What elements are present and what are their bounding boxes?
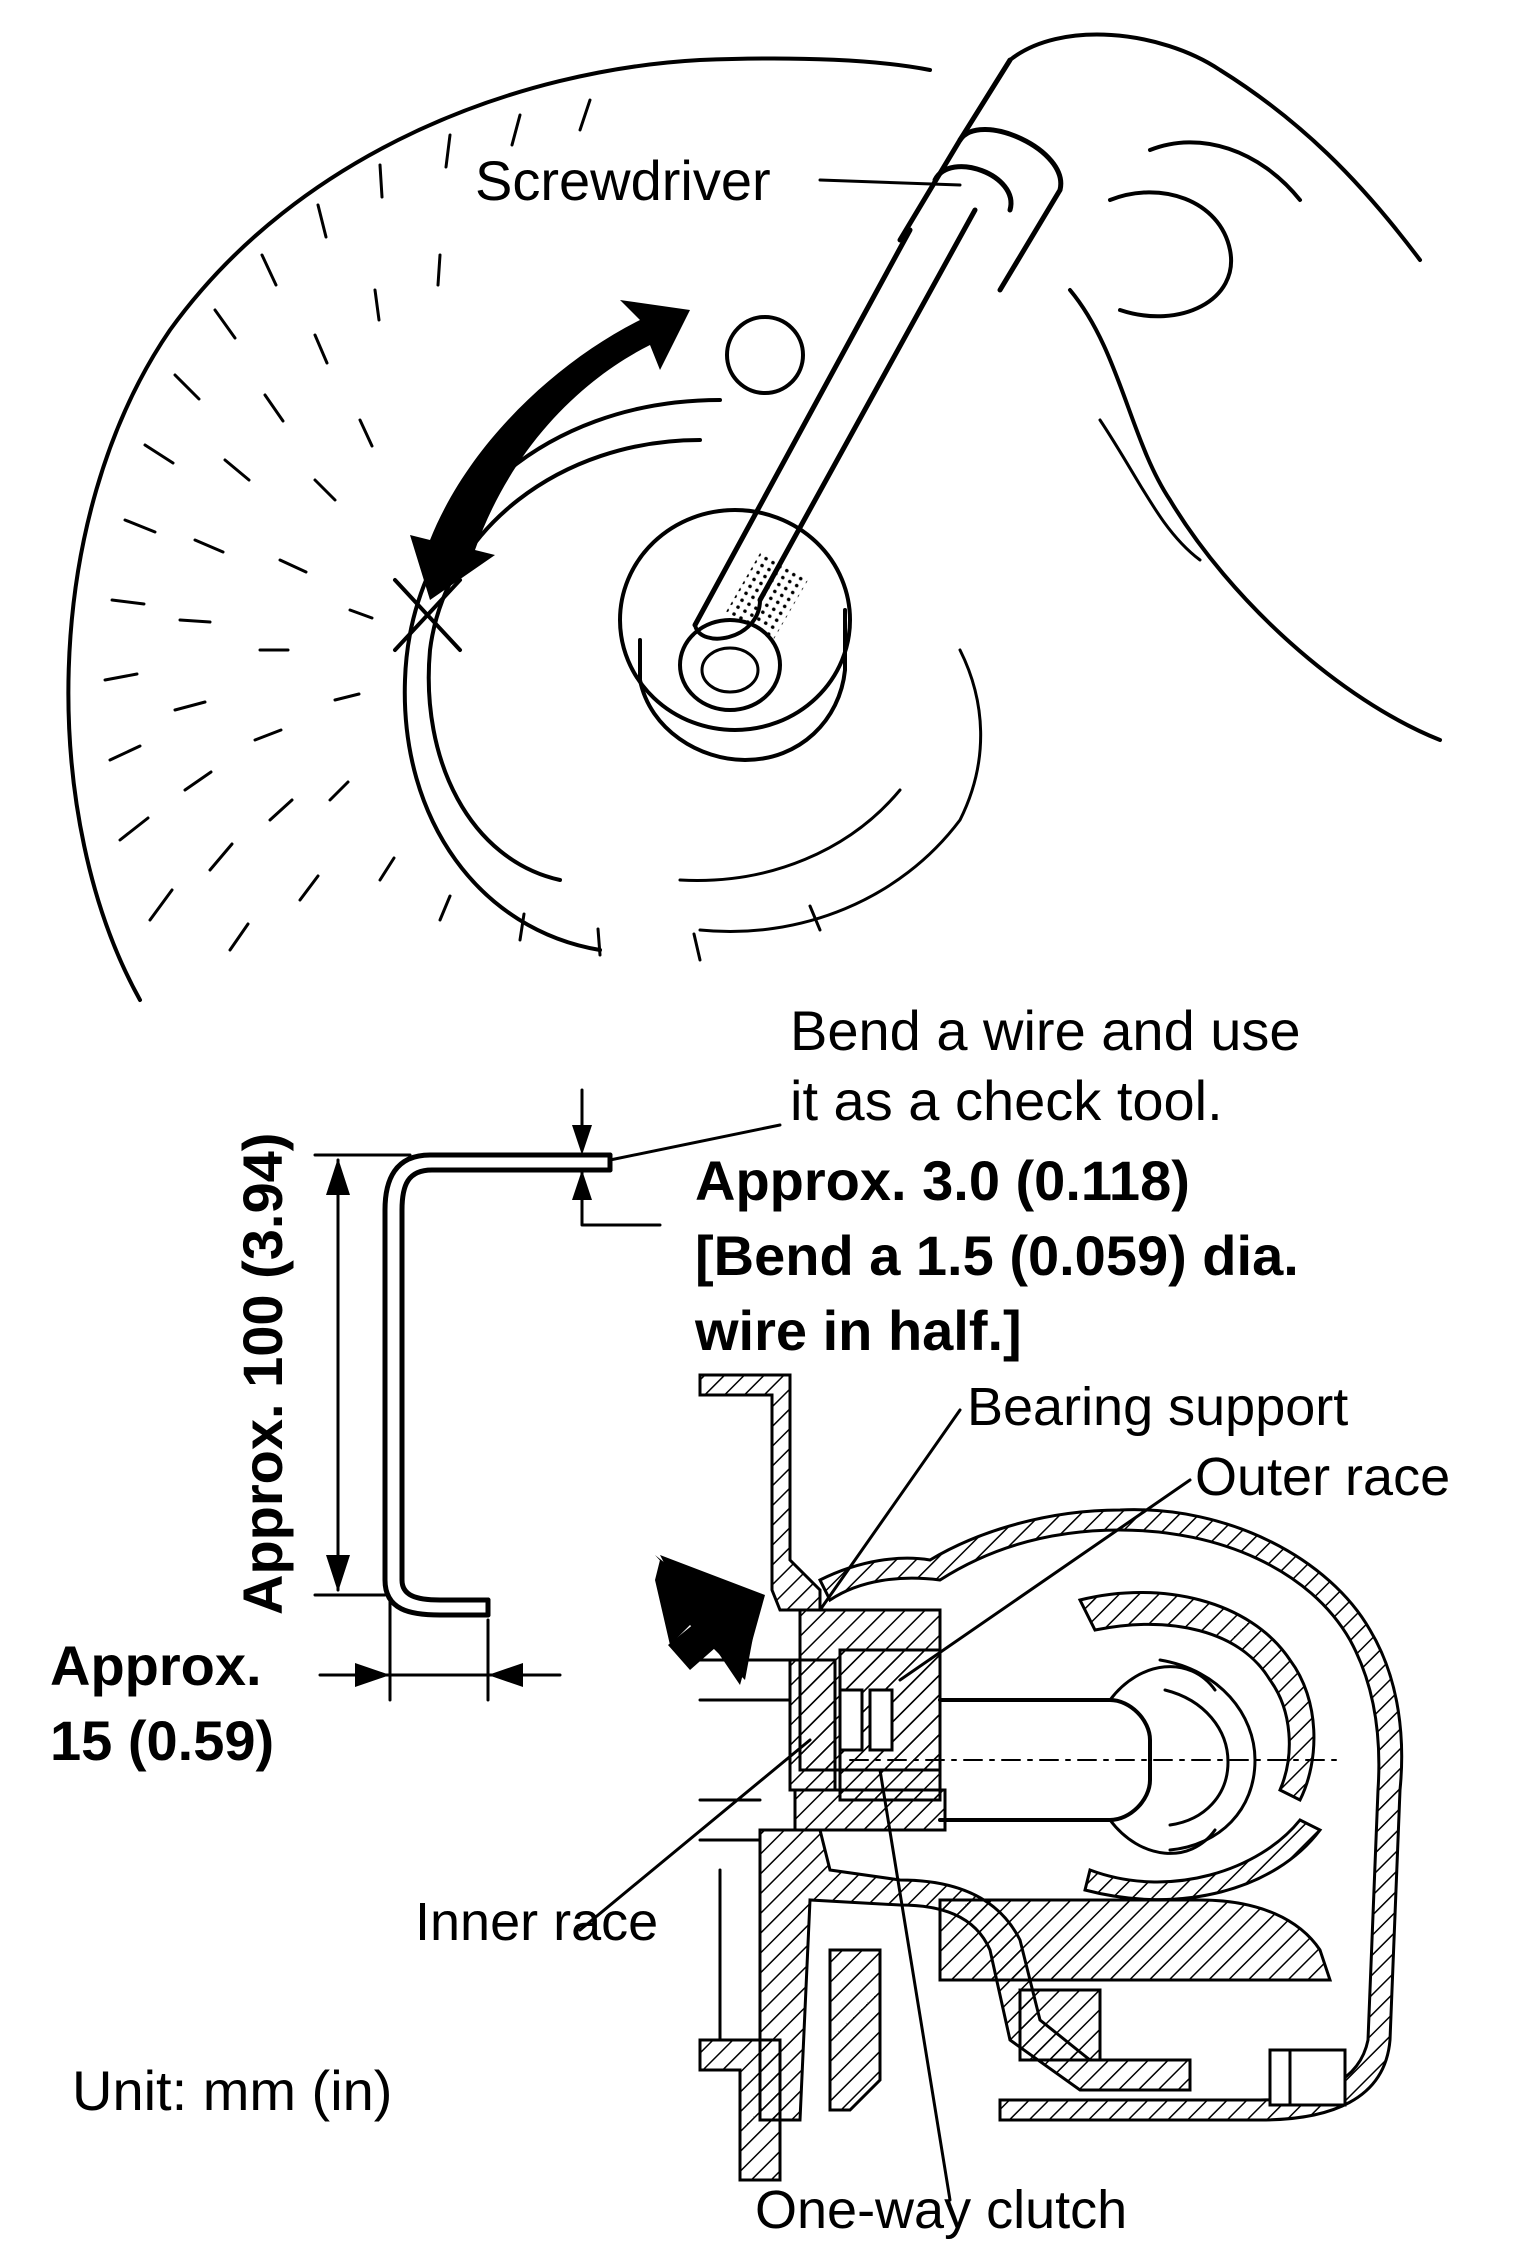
approx-15-line1: Approx. xyxy=(50,1634,262,1697)
wire-check-tool: Bend a wire and use it as a check tool. … xyxy=(50,999,1301,1772)
bend-half-line1: [Bend a 1.5 (0.059) dia. xyxy=(695,1224,1299,1287)
fin-texture xyxy=(103,98,822,962)
ng-cross-symbol xyxy=(393,578,462,652)
inner-race-label: Inner race xyxy=(415,1892,658,1952)
unit-note: Unit: mm (in) xyxy=(72,2059,392,2122)
torque-converter-cross-section: Bearing support Outer race Inner race On… xyxy=(415,1373,1450,2240)
bend-note-line2: it as a check tool. xyxy=(790,1069,1223,1132)
torque-converter-illustration: Screwdriver xyxy=(66,32,1442,1002)
approx-100-label: Approx. 100 (3.94) xyxy=(231,1133,294,1615)
bend-half-line2: wire in half.] xyxy=(694,1299,1022,1362)
approx-3-label: Approx. 3.0 (0.118) xyxy=(695,1149,1190,1212)
approx-15-line2: 15 (0.59) xyxy=(50,1709,274,1772)
screwdriver-label: Screwdriver xyxy=(475,149,771,212)
one-way-clutch-label: One-way clutch xyxy=(755,2180,1127,2240)
outer-race-label: Outer race xyxy=(1195,1447,1450,1507)
bend-note-line1: Bend a wire and use xyxy=(790,999,1301,1062)
ok-circle-symbol xyxy=(725,315,805,395)
bearing-support-label: Bearing support xyxy=(967,1377,1348,1437)
rotation-arrow xyxy=(410,300,690,600)
